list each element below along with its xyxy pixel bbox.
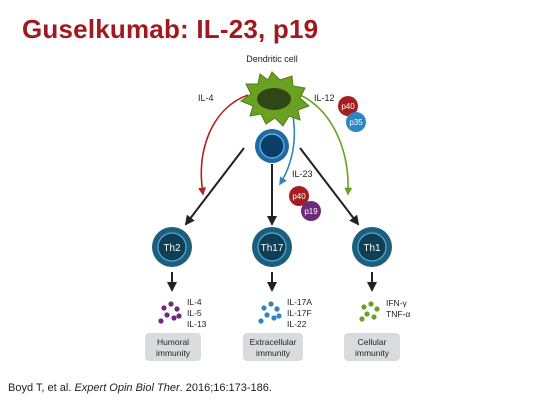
svg-text:immunity: immunity: [256, 348, 291, 358]
th17-label: Th17: [261, 243, 284, 254]
il23-arrow: [279, 109, 296, 186]
th2-cell: Th2: [152, 227, 192, 267]
th2-cytokine-dots: [158, 301, 182, 324]
il12-arrow: [299, 94, 353, 196]
dendritic-cell: [239, 71, 310, 127]
page-title: Guselkumab: IL-23, p19: [22, 14, 319, 44]
differentiation-arrow-th2: [184, 147, 245, 226]
th2-label: Th2: [163, 243, 181, 254]
th17-cytokine-1: IL-17A: [287, 297, 312, 307]
svg-text:Extracellular: Extracellular: [250, 337, 297, 347]
differentiation-arrow-th1: [299, 147, 360, 226]
p19-subunit: p19: [301, 201, 321, 221]
citation: Boyd T, et al. Expert Opin Biol Ther. 20…: [8, 382, 272, 394]
il23-label: IL-23: [292, 169, 313, 179]
th1-cytokine-2: TNF-α: [386, 309, 410, 319]
svg-text:immunity: immunity: [156, 348, 191, 358]
th17-cytokine-2: IL-17F: [287, 308, 312, 318]
svg-text:p35: p35: [349, 118, 363, 127]
th2-cytokine-1: IL-4: [187, 297, 202, 307]
outcome-cellular-immunity: Cellular immunity: [344, 333, 400, 361]
svg-text:p40: p40: [292, 192, 306, 201]
p40-subunit-il23: p40: [289, 186, 309, 206]
il4-label: IL-4: [198, 93, 214, 103]
svg-text:immunity: immunity: [355, 348, 390, 358]
citation-journal: Expert Opin Biol Ther: [74, 382, 180, 394]
th1-cytokine-1: IFN-γ: [386, 298, 408, 308]
th1-cell: Th1: [352, 227, 392, 267]
th17-cell: Th17: [252, 227, 292, 267]
naive-t-cell: [255, 129, 289, 163]
svg-text:p19: p19: [304, 207, 318, 216]
th17-cytokine-3: IL-22: [287, 319, 307, 329]
th2-cytokine-3: IL-13: [187, 319, 207, 329]
svg-text:Cellular: Cellular: [358, 337, 387, 347]
il12-label: IL-12: [314, 93, 335, 103]
svg-text:Humoral: Humoral: [157, 337, 189, 347]
th1-label: Th1: [363, 243, 381, 254]
citation-authors: Boyd T, et al.: [8, 382, 72, 394]
svg-text:p40: p40: [341, 102, 355, 111]
th2-cytokine-2: IL-5: [187, 308, 202, 318]
il4-arrow: [198, 94, 249, 196]
citation-details: . 2016;16:173-186.: [179, 382, 272, 394]
outcome-humoral-immunity: Humoral immunity: [145, 333, 201, 361]
dendritic-cell-label: Dendritic cell: [246, 54, 298, 64]
th1-cytokine-dots: [359, 301, 380, 322]
p40-subunit-il12: p40: [338, 96, 358, 116]
p35-subunit: p35: [346, 112, 366, 132]
outcome-extracellular-immunity: Extracellular immunity: [243, 333, 303, 361]
th17-cytokine-dots: [258, 301, 282, 324]
